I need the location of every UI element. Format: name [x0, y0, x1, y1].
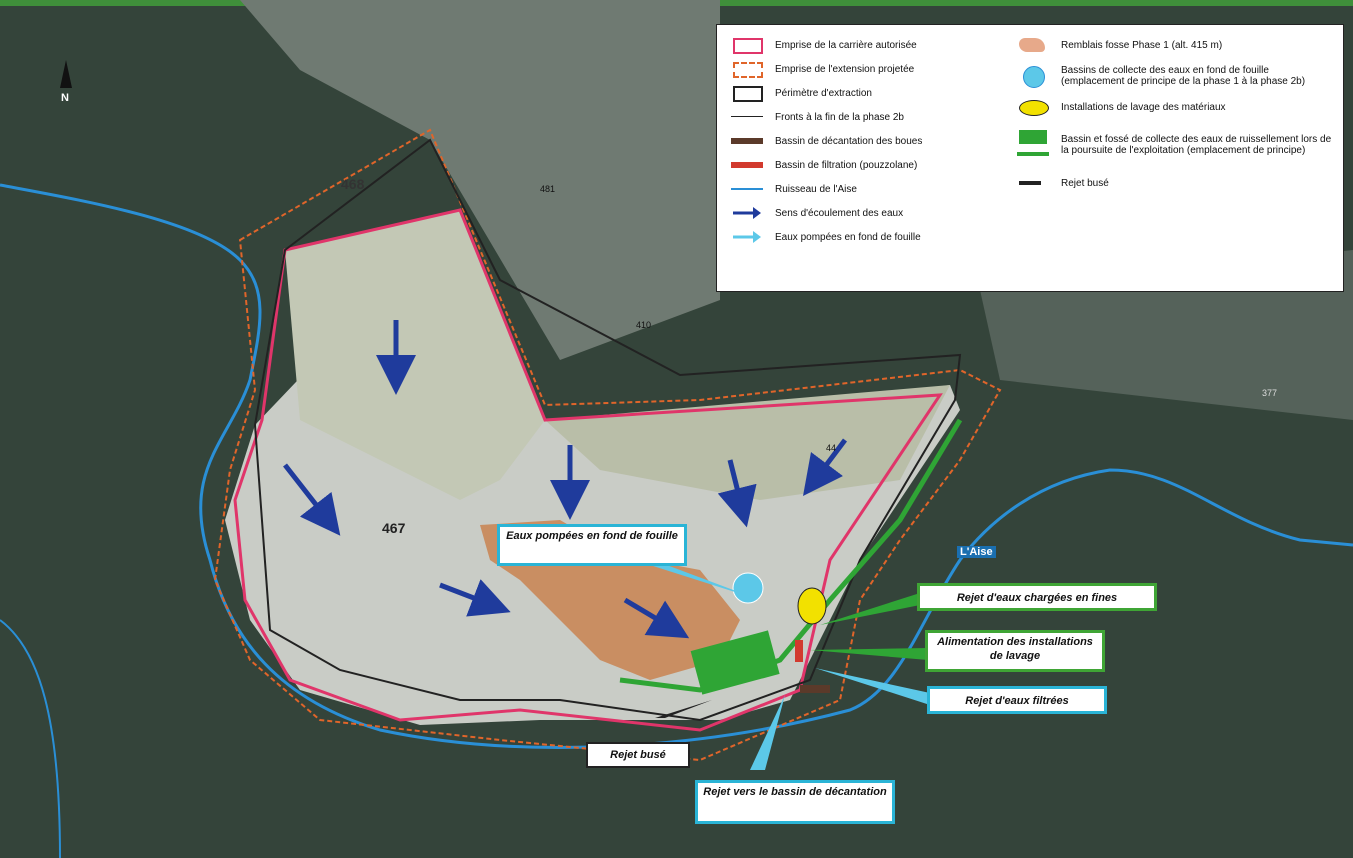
- runoff-ditch: [619, 418, 963, 693]
- collection-basin: [732, 572, 764, 604]
- legend-label: Emprise de l'extension projetée: [775, 63, 915, 75]
- filtration-basin: [795, 640, 803, 662]
- river-branch: [0, 619, 61, 858]
- callout-rejet-buse: Rejet busé: [586, 742, 690, 768]
- legend-item-decantation: Bassin de décantation des boues: [727, 129, 1007, 153]
- north-indicator: N: [56, 56, 78, 106]
- thin-black-line-icon: [727, 107, 767, 127]
- legend-item-flow: Sens d'écoulement des eaux: [727, 201, 1007, 225]
- callout-leaders: [640, 555, 930, 770]
- legend-column-left: Emprise de la carrière autorisée Emprise…: [727, 33, 1007, 249]
- callout-rejet-chargees: Rejet d'eaux chargées en fines: [917, 583, 1157, 611]
- field-area: [240, 0, 720, 360]
- parcel-label-467: 467: [382, 520, 406, 536]
- legend-item-collection-basin: Bassins de collecte des eaux en fond de …: [1013, 57, 1335, 95]
- legend-label: Installations de lavage des matériaux: [1061, 101, 1226, 113]
- callout-alimentation: Alimentation des installations de lavage: [925, 630, 1105, 672]
- legend-item-river: Ruisseau de l'Aise: [727, 177, 1007, 201]
- dark-blue-arrow-svg: [733, 207, 761, 219]
- legend-item-runoff: Bassin et fossé de collecte des eaux de …: [1013, 119, 1335, 171]
- parcel-label-377: 377: [1262, 388, 1278, 398]
- legend-label: Bassins de collecte des eaux en fond de …: [1061, 65, 1306, 87]
- authorized-boundary: [233, 208, 943, 732]
- north-arrow: [60, 60, 72, 88]
- brown-bar-icon: [727, 131, 767, 151]
- legend-item-filtration: Bassin de filtration (pouzzolane): [727, 153, 1007, 177]
- blue-line-icon: [727, 179, 767, 199]
- parcel-label-481: 481: [540, 184, 556, 194]
- parcel-label-468: 468: [341, 176, 365, 192]
- legend-label: Bassin de filtration (pouzzolane): [775, 159, 918, 171]
- dark-blue-arrow-icon: [727, 203, 767, 223]
- legend-item-perimeter: Périmètre d'extraction: [727, 81, 1007, 105]
- cyan-arrow-svg: [733, 231, 761, 243]
- orange-dashed-rect-icon: [727, 59, 767, 79]
- decantation-basin: [800, 685, 830, 693]
- legend-label: Périmètre d'extraction: [775, 87, 872, 99]
- cyan-arrow-icon: [727, 227, 767, 247]
- runoff-basin: [690, 630, 780, 695]
- red-bar-icon: [727, 155, 767, 175]
- river-aise: [0, 183, 1353, 749]
- map-legend: Emprise de la carrière autorisée Emprise…: [716, 24, 1344, 292]
- flow-arrows: [283, 320, 847, 639]
- legend-item-authorized: Emprise de la carrière autorisée: [727, 33, 1007, 57]
- legend-label: Bassin et fossé de collecte des eaux de …: [1061, 134, 1332, 156]
- legend-item-extension: Emprise de l'extension projetée: [727, 57, 1007, 81]
- legend-label: Eaux pompées en fond de fouille: [775, 231, 921, 243]
- legend-column-right: Remblais fosse Phase 1 (alt. 415 m) Bass…: [1013, 33, 1335, 195]
- extraction-perimeter: [253, 138, 962, 722]
- wash-installation: [797, 587, 827, 625]
- cyan-circle-icon: [1013, 66, 1053, 88]
- callout-rejet-filtrees: Rejet d'eaux filtrées: [927, 686, 1107, 714]
- river-name-label: L'Aise: [957, 546, 996, 558]
- callout-eaux-pompees: Eaux pompées en fond de fouille: [497, 524, 687, 566]
- legend-label: Bassin de décantation des boues: [775, 135, 923, 147]
- black-bar-icon: [1013, 173, 1053, 193]
- legend-item-rejet-buse: Rejet busé: [1013, 171, 1335, 195]
- legend-label: Ruisseau de l'Aise: [775, 183, 857, 195]
- pink-outline-rect-icon: [727, 35, 767, 55]
- legend-label: Fronts à la fin de la phase 2b: [775, 111, 904, 123]
- north-label: N: [61, 92, 69, 104]
- legend-label: Remblais fosse Phase 1 (alt. 415 m): [1061, 39, 1223, 51]
- legend-item-fronts: Fronts à la fin de la phase 2b: [727, 105, 1007, 129]
- salmon-blob-icon: [1013, 35, 1053, 55]
- legend-label: Emprise de la carrière autorisée: [775, 39, 917, 51]
- black-outline-rect-icon: [727, 83, 767, 103]
- legend-label: Sens d'écoulement des eaux: [775, 207, 904, 219]
- legend-item-wash: Installations de lavage des matériaux: [1013, 95, 1335, 119]
- legend-item-pumped: Eaux pompées en fond de fouille: [727, 225, 1007, 249]
- parcel-label-410: 410: [636, 320, 652, 330]
- field-area-east: [980, 250, 1353, 420]
- parcel-label-44: 44: [826, 443, 837, 453]
- legend-item-backfill: Remblais fosse Phase 1 (alt. 415 m): [1013, 33, 1335, 57]
- yellow-ellipse-icon: [1013, 97, 1053, 117]
- callout-rejet-vers-bassin: Rejet vers le bassin de décantation: [695, 780, 895, 824]
- legend-label: Rejet busé: [1061, 177, 1109, 189]
- green-rect-and-line-icon: [1013, 128, 1053, 162]
